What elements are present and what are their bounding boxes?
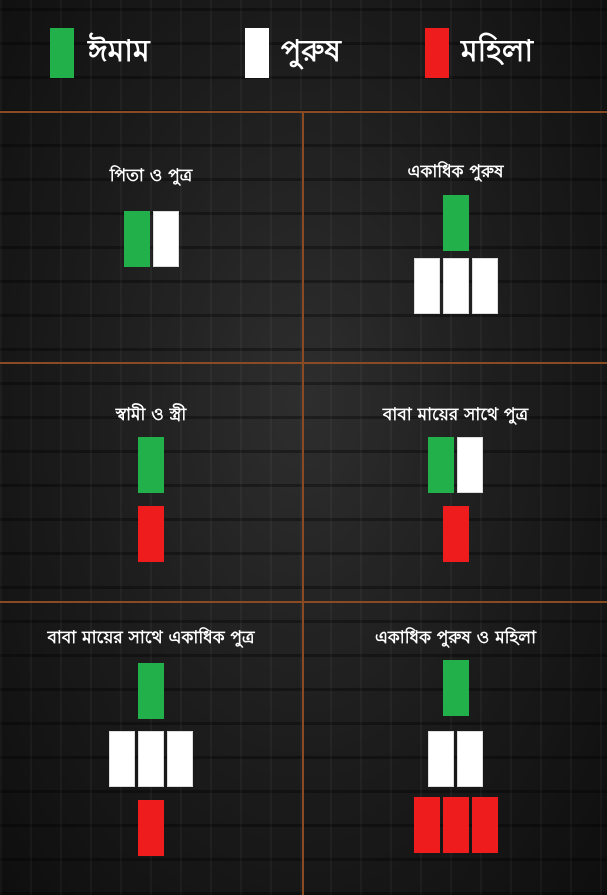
formation-row (0, 211, 302, 267)
formation-row (304, 731, 607, 787)
man-block (413, 258, 440, 314)
formation-row (0, 663, 302, 719)
man-block (471, 258, 498, 314)
formation-row (0, 437, 302, 493)
legend-swatch-woman (425, 28, 449, 78)
legend-swatch-imam (50, 28, 74, 78)
legend-label-man: পুরুষ (281, 34, 341, 69)
formation-row (304, 660, 607, 716)
man-block (442, 258, 469, 314)
cell-title: স্বামী ও স্ত্রী (115, 405, 187, 425)
formation-row (304, 258, 607, 314)
legend-label-imam: ঈমাম (88, 34, 150, 69)
woman-block (471, 797, 498, 853)
formation-row (304, 195, 607, 251)
man-block (457, 731, 483, 787)
imam-block (428, 437, 454, 493)
woman-block (442, 506, 469, 562)
legend-swatch-man (245, 28, 269, 78)
imam-block (138, 663, 164, 719)
man-block (109, 731, 135, 787)
cell-title: একাধিক পুরুষ (407, 162, 504, 182)
formation-cell: স্বামী ও স্ত্রী (0, 364, 302, 601)
woman-block (442, 797, 469, 853)
cell-title: বাবা মায়ের সাথে পুত্র (382, 405, 529, 425)
imam-block (442, 195, 469, 251)
formation-row (304, 437, 607, 493)
imam-block (123, 211, 150, 267)
woman-block (138, 800, 164, 856)
legend: ঈমাম পুরুষ মহিলা (0, 0, 607, 110)
formation-row (0, 506, 302, 562)
grid-divider (302, 112, 304, 895)
formation-cell: পিতা ও পুত্র (0, 113, 302, 362)
formation-row (0, 800, 302, 856)
cell-title: একাধিক পুরুষ ও মহিলা (374, 628, 537, 648)
formation-cell: একাধিক পুরুষ (304, 113, 607, 362)
man-block (167, 731, 193, 787)
man-block (457, 437, 483, 493)
woman-block (138, 506, 164, 562)
man-block (428, 731, 454, 787)
man-block (152, 211, 179, 267)
imam-block (138, 437, 164, 493)
formation-row (304, 797, 607, 853)
formation-row (0, 731, 302, 787)
formation-row (304, 506, 607, 562)
formation-cell: একাধিক পুরুষ ও মহিলা (304, 603, 607, 895)
formation-cell: বাবা মায়ের সাথে একাধিক পুত্র (0, 603, 302, 895)
woman-block (413, 797, 440, 853)
man-block (138, 731, 164, 787)
cell-title: বাবা মায়ের সাথে একাধিক পুত্র (47, 628, 255, 648)
formation-cell: বাবা মায়ের সাথে পুত্র (304, 364, 607, 601)
legend-label-woman: মহিলা (461, 34, 534, 69)
cell-title: পিতা ও পুত্র (109, 166, 193, 186)
imam-block (442, 660, 469, 716)
